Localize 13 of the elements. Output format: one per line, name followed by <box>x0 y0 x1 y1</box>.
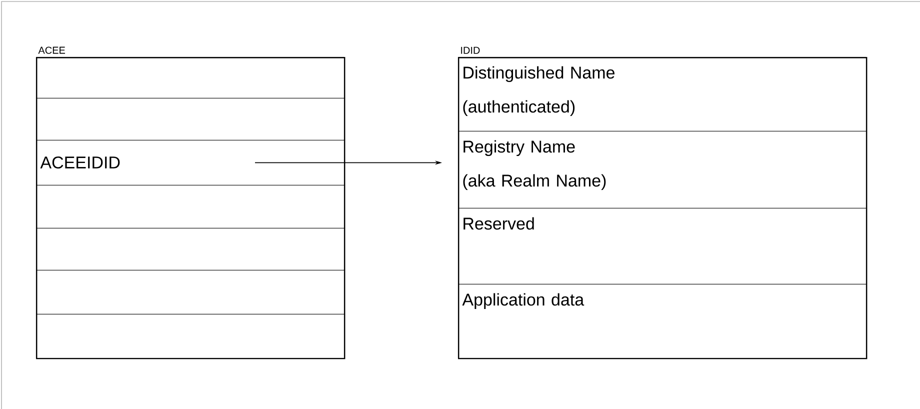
table-row <box>36 98 344 140</box>
table-row: ACEEIDID <box>36 140 344 186</box>
table-row <box>36 228 344 270</box>
table-row <box>36 56 344 98</box>
node-label: IDID <box>461 46 480 54</box>
table-row <box>36 270 344 314</box>
table-row: Registry Name (aka Realm Name) <box>458 131 866 208</box>
table-row <box>36 314 344 358</box>
table-row: Distinguished Name (authenticated) <box>458 56 866 132</box>
table-row: Reserved <box>458 208 866 284</box>
node-label: ACEE <box>38 46 66 54</box>
table-row: Application data <box>458 284 866 358</box>
table-row <box>36 185 344 228</box>
